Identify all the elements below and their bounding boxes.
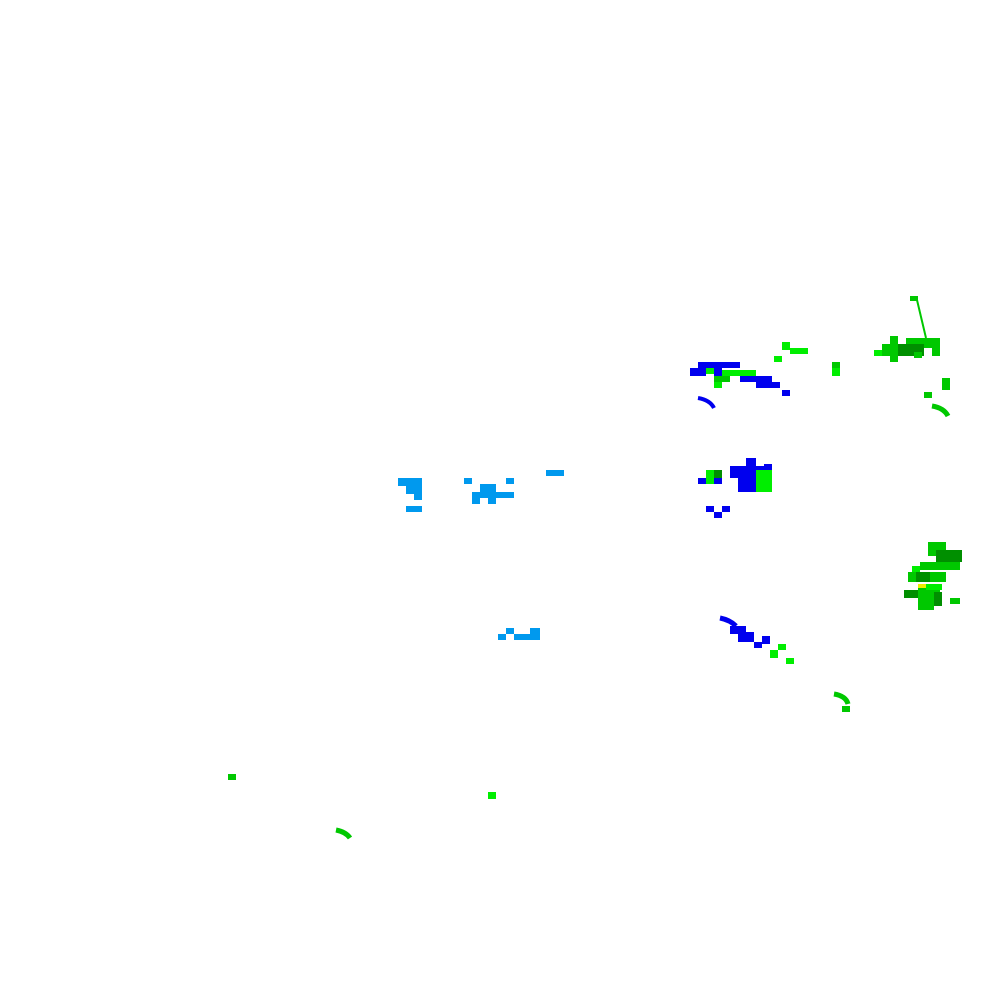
- central-blue-cluster: [698, 458, 772, 518]
- north-blue-band: [690, 342, 840, 410]
- southeast-blue-streak: [719, 615, 851, 712]
- southwest-isolated-echoes: [228, 774, 496, 840]
- south-light-blue-cluster: [498, 628, 540, 640]
- west-light-blue-cluster: [398, 470, 564, 512]
- east-green-cell: [904, 542, 962, 610]
- northeast-green-cluster: [874, 296, 951, 418]
